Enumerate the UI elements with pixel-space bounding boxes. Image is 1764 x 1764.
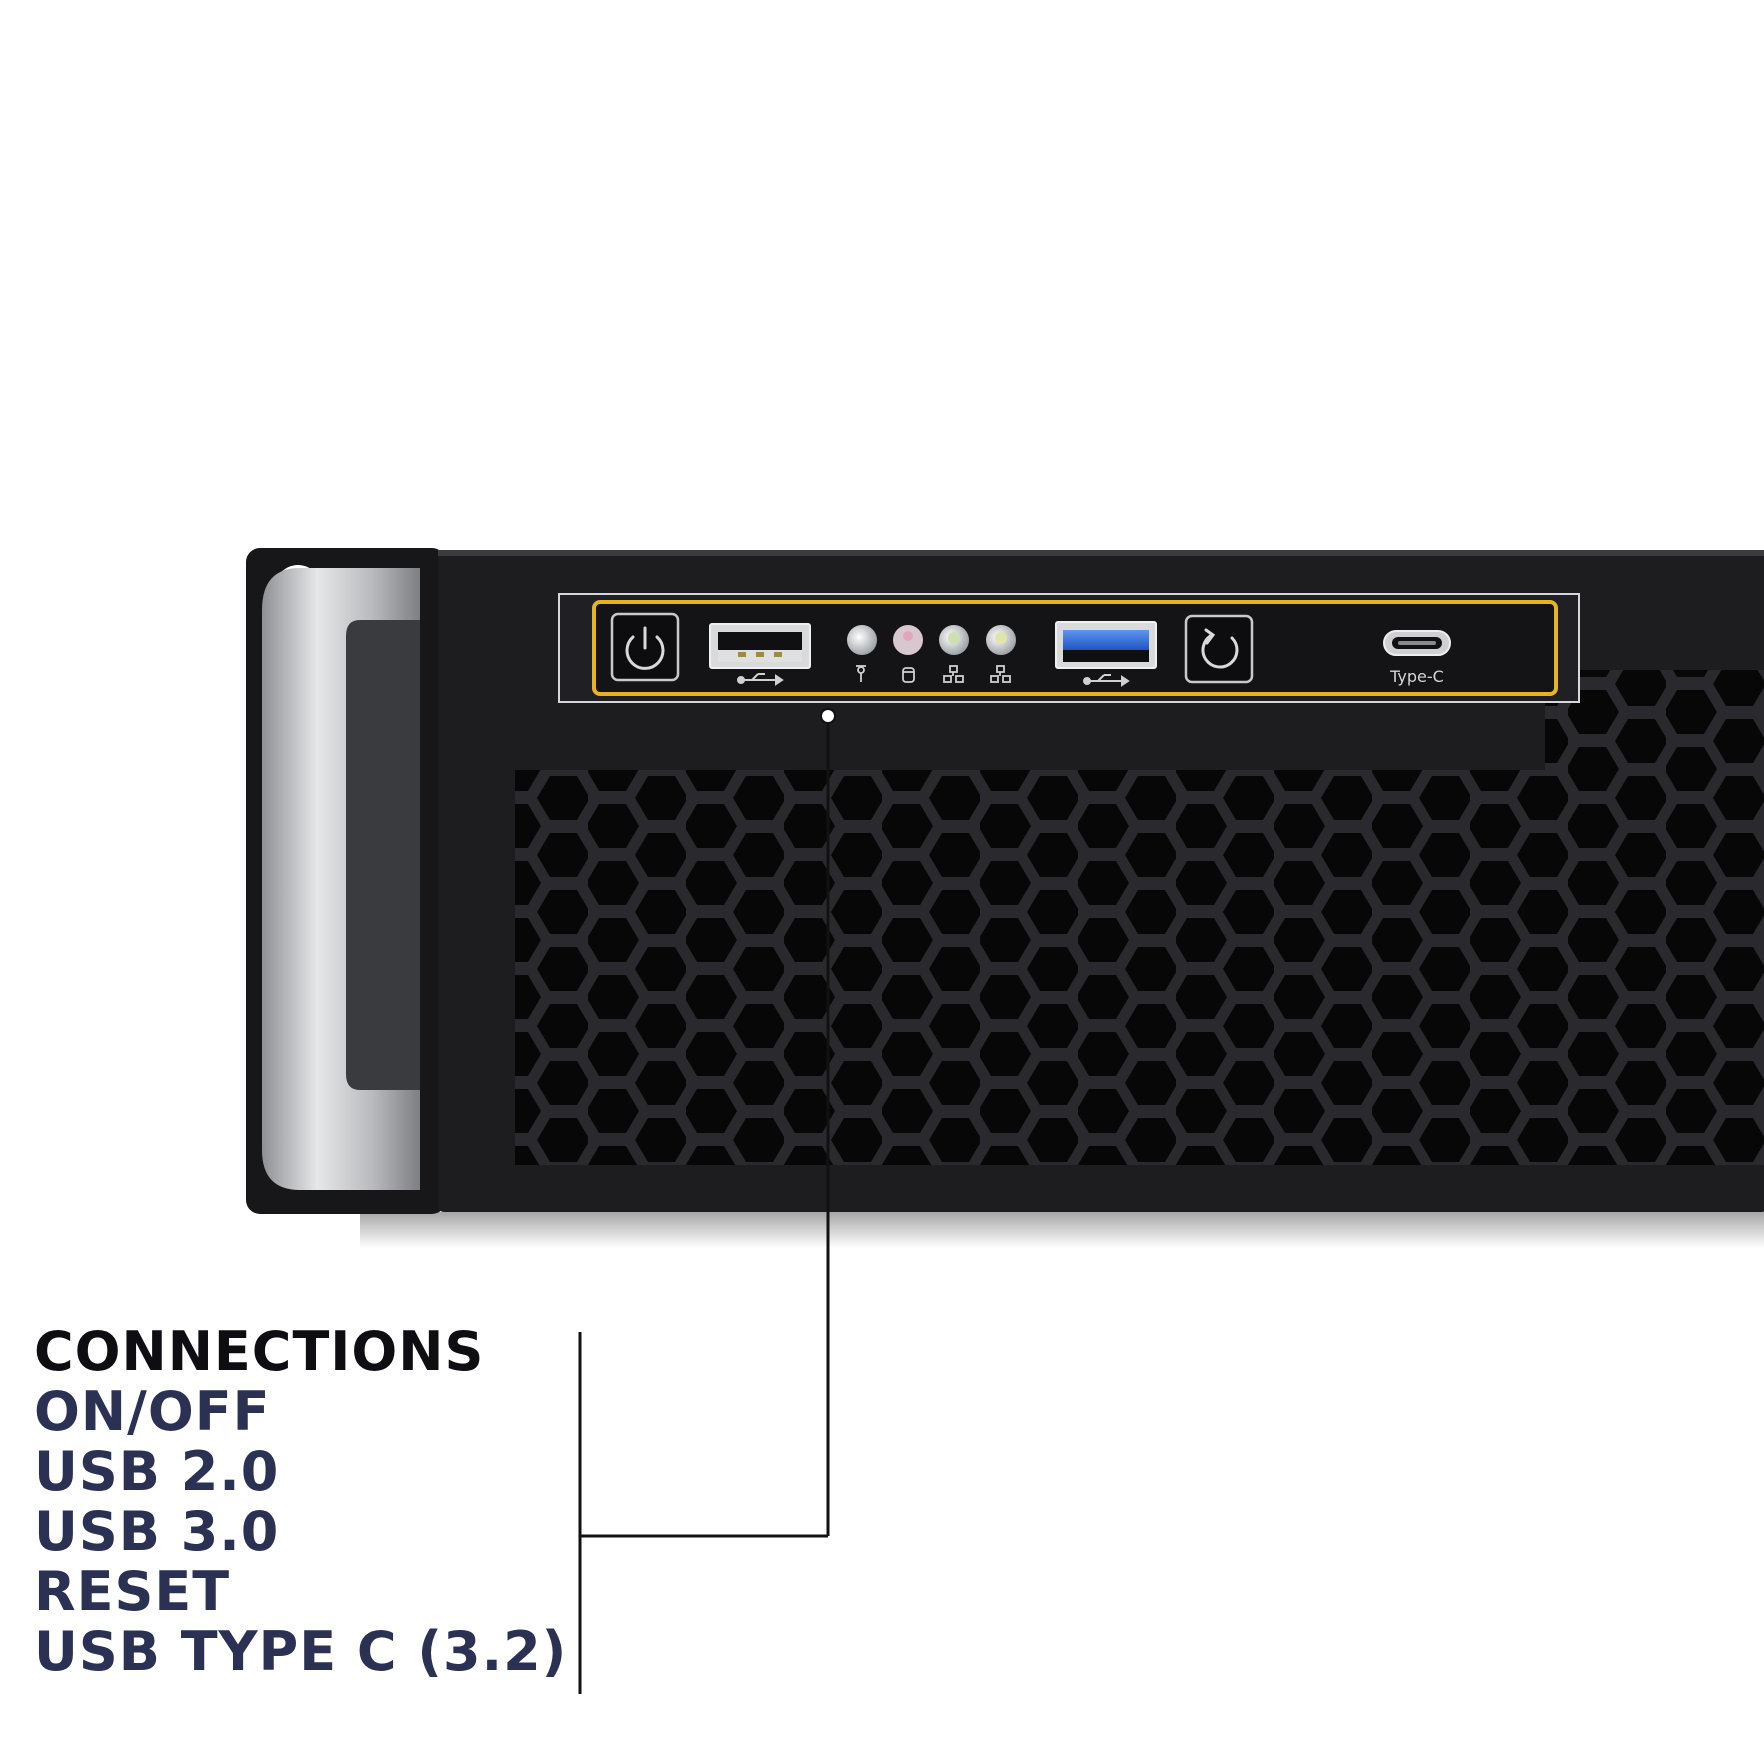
honeycomb-vent [515, 770, 1764, 1165]
power-button[interactable] [610, 612, 680, 682]
power-symbol-icon [856, 665, 866, 682]
legend-item-reset: RESET [34, 1560, 231, 1623]
usb-symbol-icon [737, 673, 784, 686]
callout-connector [578, 708, 836, 1694]
hdd-icon [902, 667, 915, 683]
chassis-top-edge [438, 550, 1764, 556]
network-icon [990, 665, 1011, 683]
honeycomb-vent-upper-right [1545, 670, 1764, 770]
network-icon [943, 665, 964, 683]
reset-icon [1201, 628, 1239, 669]
usb-type-c-port[interactable] [1383, 630, 1451, 656]
legend-item-usb-2: USB 2.0 [34, 1440, 280, 1503]
led-symbols [856, 665, 1011, 683]
power-icon [625, 626, 665, 670]
connections-legend: CONNECTIONS ON/OFF USB 2.0 USB 3.0 RESET… [34, 1322, 567, 1682]
usb2-port[interactable] [709, 623, 811, 669]
status-leds [847, 625, 1016, 655]
legend-item-usb-type-c: USB TYPE C (3.2) [34, 1620, 568, 1683]
usb3-port[interactable] [1055, 621, 1157, 669]
power-led [847, 625, 877, 655]
usb-symbol-icon [1083, 674, 1130, 687]
legend-title: CONNECTIONS [34, 1320, 485, 1383]
reset-button[interactable] [1184, 614, 1254, 684]
legend-item-on-off: ON/OFF [34, 1380, 271, 1443]
type-c-label: Type-C [1389, 667, 1444, 686]
chassis-shadow [360, 1212, 1764, 1248]
handle-inner-recess [346, 620, 420, 1090]
legend-item-usb-3: USB 3.0 [34, 1500, 280, 1563]
